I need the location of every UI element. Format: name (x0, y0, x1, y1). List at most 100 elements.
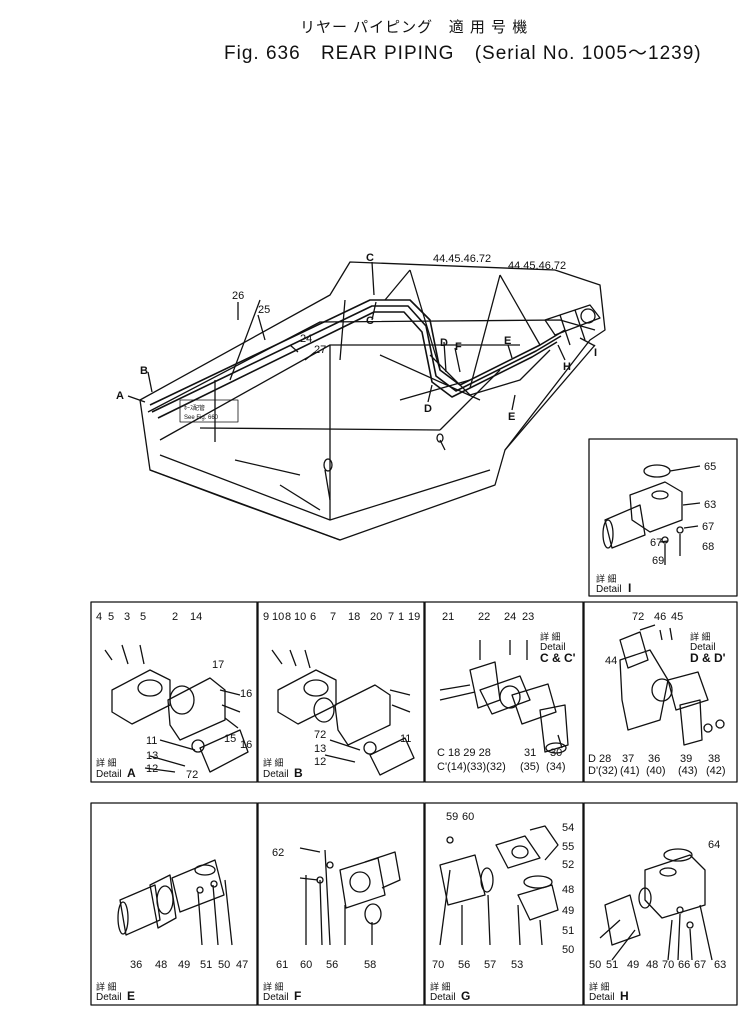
detail-g-label: 59 (446, 811, 458, 823)
detail-a-label: 2 (172, 611, 178, 623)
panel-detail-i (588, 438, 738, 597)
detail-e-label: 36 (130, 959, 142, 971)
detail-g-label: 52 (562, 859, 574, 871)
serial-range: (Serial No. 1005～1239) (474, 43, 702, 64)
detail-d-label: 44 (605, 655, 617, 667)
detail-f-letter: F (294, 989, 301, 1003)
detail-d-label: D 28 (588, 753, 611, 765)
detail-g-label: 50 (562, 944, 574, 956)
detail-c-label: 31 (524, 747, 536, 759)
detail-c-label: 24 (504, 611, 516, 623)
panel-detail-e (90, 802, 258, 1006)
detail-i-label: 63 (704, 499, 716, 511)
detail-e-label: 50 (218, 959, 230, 971)
detail-d-label: 39 (680, 753, 692, 765)
detail-d-label: (41) (620, 765, 640, 777)
detail-c-label: 21 (442, 611, 454, 623)
detail-i-label: 69 (652, 555, 664, 567)
detail-en: Detail (589, 992, 615, 1003)
detail-jp: 詳 細 (430, 981, 451, 992)
detail-a-label: 4 (96, 611, 102, 623)
detail-a-letter: A (127, 766, 136, 780)
main-label-c: C (366, 252, 374, 264)
detail-c-label: (34) (546, 761, 566, 773)
panel-detail-a (90, 601, 258, 783)
detail-g-label: 53 (511, 959, 523, 971)
detail-a-label: 5 (108, 611, 114, 623)
main-label-h: H (563, 361, 571, 373)
detail-i-label: 67 (702, 521, 714, 533)
detail-f-label: 61 (276, 959, 288, 971)
main-label-44-b: 44.45.46.72 (508, 260, 566, 272)
detail-en: Detail (263, 769, 289, 780)
detail-b-label: 19 (408, 611, 420, 623)
detail-jp: 詳 細 (540, 631, 561, 642)
detail-a-label: 11 (146, 735, 157, 747)
detail-d-label: D'(32) (588, 765, 618, 777)
main-label-a: A (116, 390, 124, 402)
detail-b-label: 8 (285, 611, 291, 623)
detail-a-label: 3 (124, 611, 130, 623)
detail-h-label: 49 (627, 959, 639, 971)
detail-b-drawing (271, 649, 415, 776)
detail-g-drawing (439, 825, 559, 946)
detail-h-label: 67 (694, 959, 706, 971)
detail-d-label: 37 (622, 753, 634, 765)
detail-d-letter: D & D' (690, 651, 726, 665)
detail-f-labels: 62 61 60 56 58 詳 細 Detail F (263, 847, 376, 1003)
detail-h-label: 66 (678, 959, 690, 971)
detail-d-label: 46 (654, 611, 666, 623)
main-label-24: 24 (300, 333, 312, 345)
detail-g-label: 49 (562, 905, 574, 917)
main-label-e-prime: E (508, 411, 515, 423)
detail-h-label: 51 (606, 959, 618, 971)
detail-jp: 詳 細 (596, 573, 617, 584)
detail-i-label: 67 (650, 537, 662, 549)
detail-e-label: 47 (236, 959, 248, 971)
detail-a-label: 15 (224, 733, 236, 745)
detail-b-label: 20 (370, 611, 382, 623)
title-japanese: リヤー パイピング 適 用 号 機 (300, 19, 529, 36)
detail-b-label: 7 (388, 611, 394, 623)
detail-jp: 詳 細 (263, 981, 284, 992)
panel-detail-c (424, 601, 584, 783)
detail-en: Detail (263, 992, 289, 1003)
detail-jp: 詳 細 (589, 981, 610, 992)
detail-e-labels: 36 48 49 51 50 47 詳 細 Detail E (96, 959, 248, 1003)
detail-a-label: 16 (240, 739, 252, 751)
panel-detail-d (583, 601, 738, 783)
detail-i-letter: I (628, 581, 631, 595)
main-label-25: 25 (258, 304, 270, 316)
detail-e-drawing (117, 859, 233, 946)
detail-e-label: 48 (155, 959, 167, 971)
main-label-26: 26 (232, 290, 244, 302)
panel-detail-g (424, 802, 584, 1006)
detail-g-label: 48 (562, 884, 574, 896)
detail-f-label: 58 (364, 959, 376, 971)
detail-e-label: 49 (178, 959, 190, 971)
main-frame-drawing (127, 261, 606, 541)
detail-b-letter: B (294, 766, 303, 780)
detail-c-label: 23 (522, 611, 534, 623)
detail-b-label: 12 (314, 756, 326, 768)
detail-c-label: (35) (520, 761, 540, 773)
detail-i-label: 68 (702, 541, 714, 553)
main-label-i: I (594, 347, 597, 359)
detail-h-letter: H (620, 989, 629, 1003)
detail-c-label: 30 (550, 747, 562, 759)
detail-a-label: 16 (240, 688, 252, 700)
detail-h-label: 48 (646, 959, 658, 971)
detail-en: Detail (596, 584, 622, 595)
detail-b-label: 18 (348, 611, 360, 623)
detail-h-drawing (599, 848, 713, 961)
detail-h-labels: 64 50 51 49 48 70 66 67 63 詳 細 Detail H (589, 839, 726, 1003)
detail-g-labels: 59 60 54 55 52 48 49 51 50 70 56 57 53 詳… (430, 811, 574, 1003)
panel-detail-h (583, 802, 738, 1006)
detail-e-letter: E (127, 989, 135, 1003)
figure-name: REAR PIPING (320, 43, 455, 64)
detail-a-labels: 4 5 3 5 2 14 17 16 16 15 11 13 12 72 詳 細… (96, 611, 252, 781)
main-label-44-a: 44.45.46.72 (433, 253, 491, 265)
main-label-27: 27 (314, 344, 326, 356)
